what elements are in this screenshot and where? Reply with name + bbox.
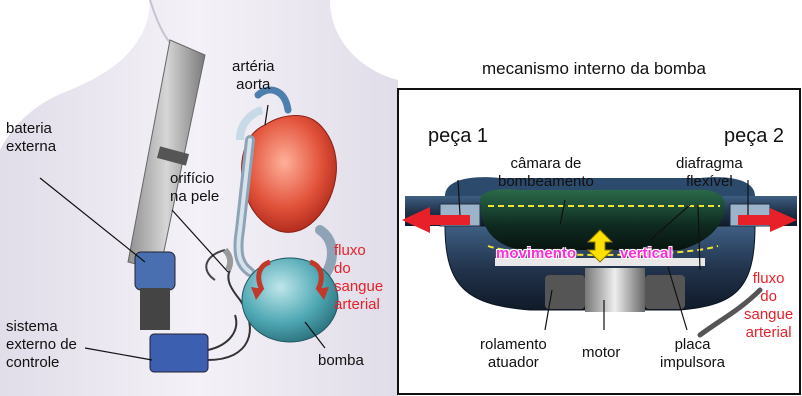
arteria-aorta-label: artéria aorta [232,58,275,94]
camara-label: câmara de bombeamento [498,155,594,191]
mechanism-title: mecanismo interno da bomba [482,60,706,78]
vertical-label: vertical [620,245,673,262]
orificio-label: orifício na pele [170,170,219,206]
external-battery [135,252,175,330]
movimento-label: movimento [496,245,576,262]
placa-impulsora-label: placa impulsora [660,336,725,372]
sistema-controle-label: sistema externo de controle [6,318,77,372]
pump [242,258,338,342]
bomba-label: bomba [318,352,364,370]
fluxo-sangue-right-label: fluxo do sangue arterial [744,270,793,342]
fluxo-sangue-left-label: fluxo do sangue arterial [334,242,383,314]
rolamento-atuador-label: rolamento atuador [480,336,547,372]
bateria-externa-label: bateria externa [6,120,56,156]
peca-1-label: peça 1 [428,125,488,147]
motor-label: motor [582,344,620,362]
peca-2-label: peça 2 [724,125,784,147]
diafragma-label: diafragma flexível [676,155,743,191]
